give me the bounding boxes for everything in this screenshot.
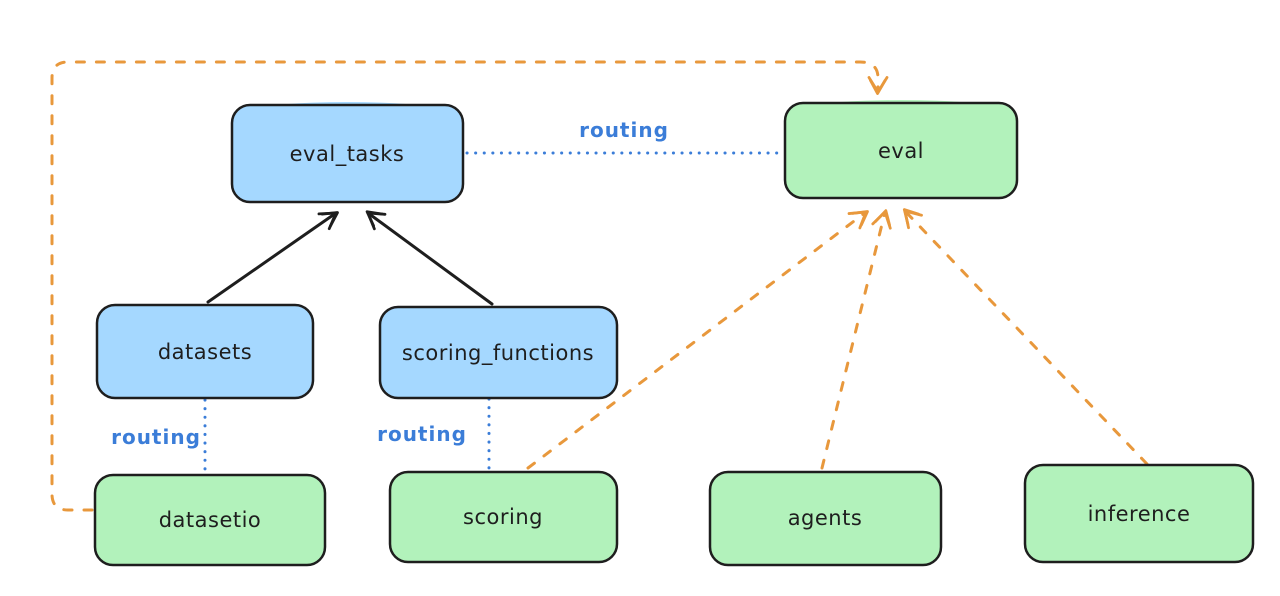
node-datasetio: datasetio	[93, 473, 327, 567]
node-scoring-label: scoring	[463, 505, 543, 529]
node-eval-tasks: eval_tasks	[230, 102, 465, 204]
node-scoring: scoring	[388, 470, 619, 564]
node-eval: eval	[783, 100, 1019, 200]
edge-agents-to-eval	[820, 209, 892, 470]
node-datasets-box	[95, 303, 315, 400]
node-datasets: datasets	[95, 303, 315, 400]
node-inference-box	[1023, 463, 1255, 564]
node-scoring-functions-label: scoring_functions	[402, 341, 594, 366]
edges: routing routing routing	[50, 60, 1149, 512]
node-datasetio-box	[93, 473, 327, 567]
nodes: eval_tasks eval datasets scoring_functio…	[93, 100, 1255, 567]
edge-label-routing-datasets: routing	[111, 425, 201, 449]
node-datasetio-label: datasetio	[159, 508, 262, 532]
node-eval-tasks-box	[230, 103, 465, 204]
node-agents-label: agents	[788, 506, 863, 530]
node-inference-label: inference	[1088, 502, 1191, 526]
edge-datasetio-to-eval	[50, 60, 889, 512]
node-eval-tasks-label: eval_tasks	[290, 142, 405, 167]
node-eval-label: eval	[878, 139, 924, 163]
edge-label-routing-top: routing	[579, 118, 669, 142]
edge-inference-to-eval	[902, 208, 1149, 466]
node-scoring-functions: scoring_functions	[378, 305, 619, 400]
node-datasets-label: datasets	[158, 340, 252, 364]
edge-datasets-to-eval-tasks	[206, 211, 339, 304]
node-agents-box	[708, 470, 943, 567]
node-eval-box	[783, 101, 1019, 200]
node-scoring-functions-box	[378, 305, 619, 400]
node-scoring-box	[388, 470, 619, 564]
node-inference: inference	[1023, 463, 1255, 564]
edge-label-routing-scoring: routing	[377, 422, 467, 446]
node-agents: agents	[708, 470, 943, 567]
edge-scoring-functions-to-eval-tasks	[365, 210, 494, 306]
